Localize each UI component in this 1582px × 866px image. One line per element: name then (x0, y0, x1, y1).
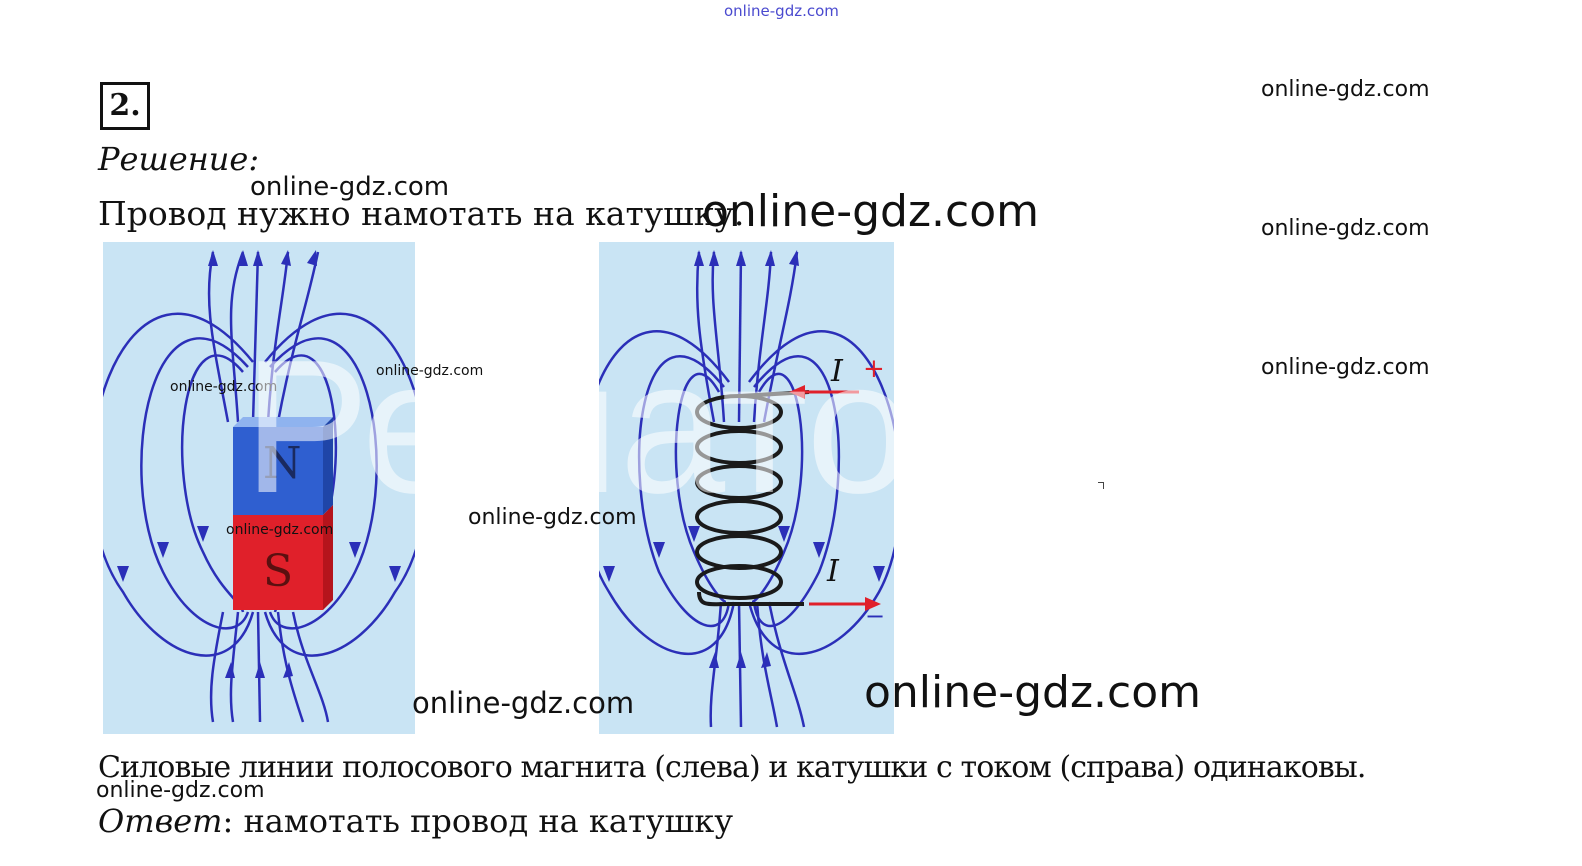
magnet-south-label: S (263, 546, 294, 597)
answer-text: : намотать провод на катушку (222, 802, 734, 840)
watermark-right-2: online-gdz.com (1261, 216, 1430, 241)
answer-line: Ответ: намотать провод на катушку (98, 802, 733, 840)
magnet-north-label: N (263, 438, 302, 489)
watermark-right-3: online-gdz.com (1261, 355, 1430, 380)
solution-text: Провод нужно намотать на катушку. (98, 194, 745, 233)
watermark-under-heading: online-gdz.com (250, 172, 450, 202)
coil-minus-sign: − (865, 602, 886, 630)
overlay-window-right: Решато (599, 242, 894, 734)
watermark-after-line: online-gdz.com (702, 186, 1040, 237)
overlay-window-left: Решато (103, 242, 415, 734)
watermark-under-coil: online-gdz.com (864, 667, 1202, 718)
watermark-magnet-3: online-gdz.com (226, 522, 334, 538)
stray-mark (1098, 482, 1104, 489)
solution-heading: Решение: (98, 140, 260, 178)
coil-current-label-top: I (831, 354, 843, 389)
coil-plus-sign: + (863, 354, 885, 384)
figure-caption: Силовые линии полосового магнита (слева)… (98, 750, 1366, 785)
coil-field-lines (599, 250, 894, 728)
watermark-magnet-2: online-gdz.com (376, 363, 484, 379)
coil-figure: I + I − (599, 242, 894, 734)
coil-current-label-bottom: I (827, 554, 839, 589)
watermark-under-magnet: online-gdz.com (412, 686, 635, 720)
magnet-field-lines (103, 250, 415, 723)
task-number: 2. (100, 82, 150, 130)
bar-magnet-figure: N S online-gdz.com online-gdz.com (103, 242, 415, 734)
answer-label: Ответ (98, 802, 223, 840)
watermark-right-1: online-gdz.com (1261, 77, 1430, 102)
watermark-between-figures: online-gdz.com (468, 505, 637, 530)
overlay-watermark: Решато (243, 321, 415, 533)
top-watermark: online-gdz.com (724, 2, 839, 20)
overlay-watermark-right: Решато (599, 321, 894, 533)
watermark-above-answer: online-gdz.com (96, 778, 265, 803)
watermark-magnet-1: online-gdz.com (170, 379, 278, 395)
